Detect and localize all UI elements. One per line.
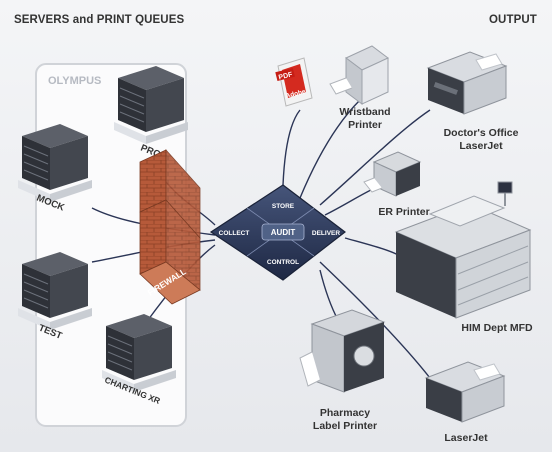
laserjet-label: LaserJet: [444, 432, 488, 444]
hub-audit-label: AUDIT: [271, 228, 296, 237]
hub-control-label: CONTROL: [267, 259, 299, 266]
him-mfd-label: HIM Dept MFD: [461, 322, 533, 334]
pharmacy-printer-icon[interactable]: [299, 309, 386, 393]
pdf-tag-label: PDF: [278, 71, 294, 81]
audit-hub[interactable]: AUDIT STORE COLLECT DELIVER CONTROL: [209, 184, 346, 281]
hub-collect-label: COLLECT: [219, 230, 250, 237]
er-printer-icon[interactable]: [363, 151, 422, 197]
hub-deliver-label: DELIVER: [312, 230, 340, 237]
doctor-laserjet-icon[interactable]: [426, 51, 508, 115]
servers-header: SERVERS and PRINT QUEUES: [14, 14, 185, 26]
er-printer-label: ER Printer: [378, 206, 430, 218]
server-test[interactable]: TEST: [18, 252, 92, 342]
wristband-printer-icon[interactable]: [329, 45, 389, 105]
olympus-label: OLYMPUS: [48, 75, 102, 87]
adobe-label: Adobe: [285, 88, 307, 100]
laserjet-icon[interactable]: [424, 361, 506, 423]
pdf-icon[interactable]: PDF Adobe: [275, 57, 313, 107]
output-header: OUTPUT: [489, 14, 537, 26]
firewall: FIREWALL: [139, 148, 201, 305]
him-mfd-icon[interactable]: [394, 181, 532, 319]
hub-store-label: STORE: [272, 203, 295, 210]
